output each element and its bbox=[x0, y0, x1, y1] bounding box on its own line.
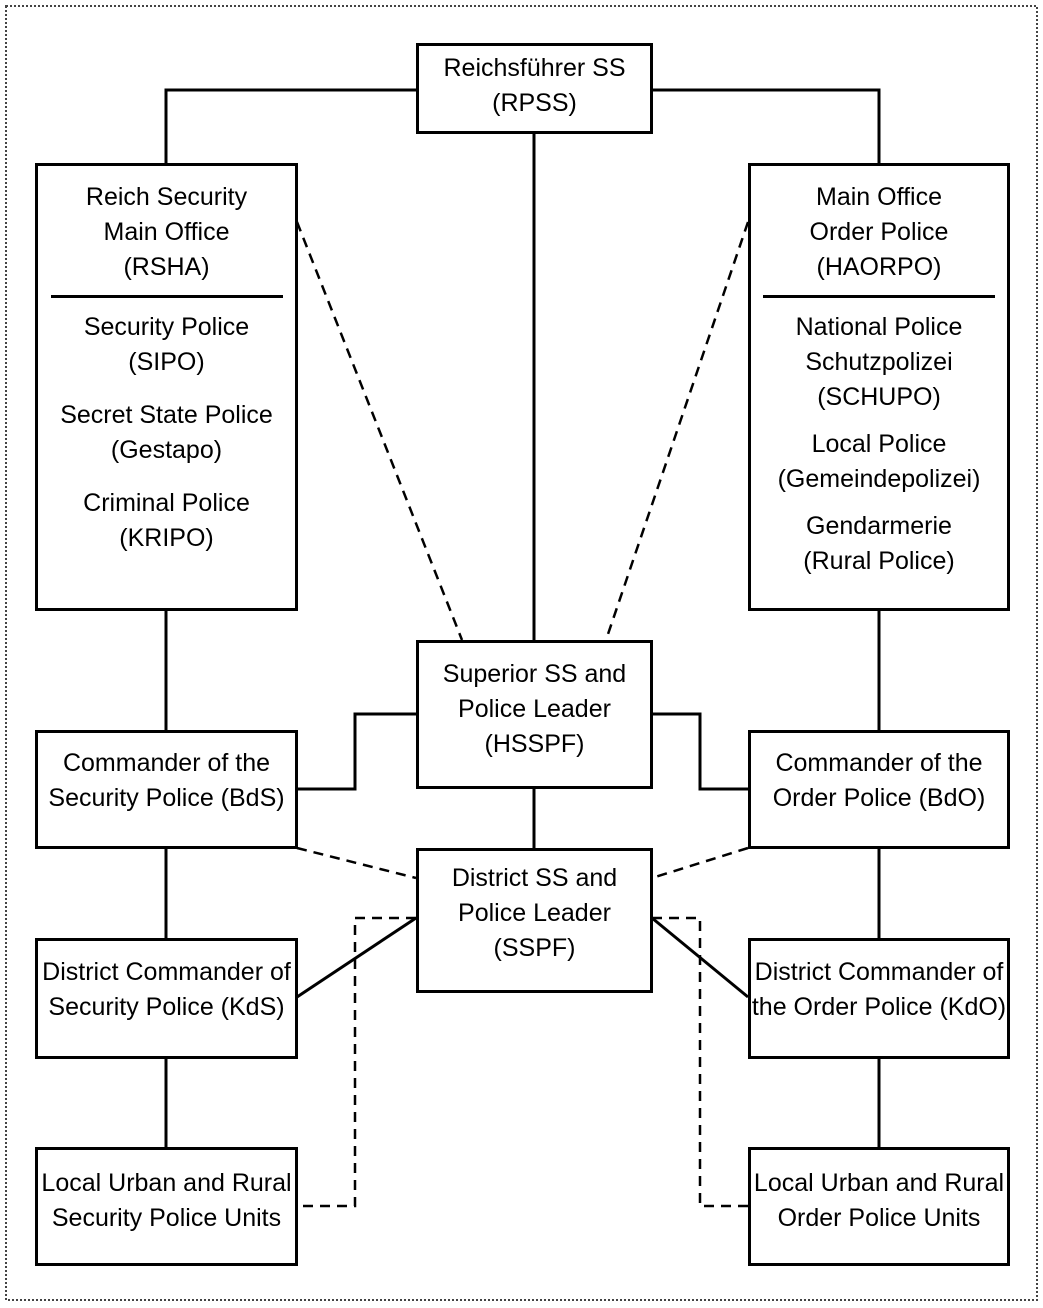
haorpo-gendarmerie-2: (Rural Police) bbox=[803, 547, 955, 575]
local-security-line-1: Local Urban and Rural bbox=[41, 1168, 292, 1197]
rsha-to-hsspf-dashed bbox=[295, 221, 464, 641]
kdo-box: District Commander of the Order Police (… bbox=[748, 938, 1010, 1059]
local-security-line-2: Security Police Units bbox=[51, 1203, 282, 1232]
kds-box: District Commander of Security Police (K… bbox=[35, 938, 298, 1059]
haorpo-header-3: (HAORPO) bbox=[816, 253, 942, 281]
haorpo-header-1: Main Office bbox=[816, 183, 942, 211]
rsha-sipo-1: Security Police bbox=[83, 313, 250, 341]
sspf-to-local-security-dashed bbox=[297, 916, 416, 1208]
kdo-line-2: the Order Police (KdO) bbox=[751, 992, 1007, 1021]
bds-box: Commander of the Security Police (BdS) bbox=[35, 730, 298, 849]
sspf-line-3: (SSPF) bbox=[493, 934, 576, 962]
rsha-sipo-2: (SIPO) bbox=[128, 348, 205, 376]
rpss-line-2: (RPSS) bbox=[492, 88, 577, 117]
bdo-line-2: Order Police (BdO) bbox=[772, 783, 986, 812]
sspf-to-local-order-dashed bbox=[652, 916, 748, 1208]
bdo-box: Commander of the Order Police (BdO) bbox=[748, 730, 1010, 849]
haorpo-gendarmerie-1: Gendarmerie bbox=[806, 512, 952, 540]
sspf-box: District SS and Police Leader (SSPF) bbox=[416, 848, 653, 993]
local-order-line-2: Order Police Units bbox=[777, 1203, 981, 1232]
bdo-to-sspf-dashed bbox=[651, 846, 749, 880]
sspf-line-1: District SS and bbox=[451, 864, 618, 892]
outer-border bbox=[5, 5, 1038, 1301]
rpss-box: Reichsführer SS (RPSS) bbox=[416, 43, 653, 134]
hsspf-to-bds bbox=[297, 712, 416, 791]
bds-line-2: Security Police (BdS) bbox=[48, 783, 285, 812]
local-order-box: Local Urban and Rural Order Police Units bbox=[748, 1147, 1010, 1266]
haorpo-box: Main Office Order Police (HAORPO) Nation… bbox=[748, 163, 1010, 611]
rsha-box: Reich Security Main Office (RSHA) Securi… bbox=[35, 163, 298, 611]
haorpo-local-1: Local Police bbox=[811, 430, 947, 458]
hsspf-box: Superior SS and Police Leader (HSSPF) bbox=[416, 640, 653, 789]
haorpo-schupo-3: (SCHUPO) bbox=[817, 383, 941, 411]
bdo-line-1: Commander of the bbox=[775, 748, 983, 777]
bds-line-1: Commander of the bbox=[62, 748, 271, 777]
sspf-line-2: Police Leader bbox=[458, 899, 611, 927]
rsha-header-2: Main Office bbox=[103, 218, 230, 246]
haorpo-header-2: Order Police bbox=[809, 218, 949, 246]
rsha-kripo-2: (KRIPO) bbox=[119, 524, 214, 552]
hsspf-line-1: Superior SS and bbox=[442, 660, 627, 688]
rpss-line-1: Reichsführer SS bbox=[443, 53, 626, 82]
local-order-line-1: Local Urban and Rural bbox=[753, 1168, 1005, 1197]
local-security-box: Local Urban and Rural Security Police Un… bbox=[35, 1147, 298, 1266]
hsspf-line-2: Police Leader bbox=[458, 695, 611, 723]
haorpo-group-gendarmerie: Gendarmerie (Rural Police) bbox=[803, 509, 954, 579]
haorpo-group-schupo: National Police Schutzpolizei (SCHUPO) bbox=[796, 310, 963, 415]
rsha-group-gestapo: Secret State Police (Gestapo) bbox=[60, 398, 273, 468]
sspf-to-kds bbox=[296, 916, 417, 999]
rsha-divider bbox=[50, 295, 283, 298]
rsha-group-sipo: Security Police (SIPO) bbox=[84, 310, 249, 380]
kds-line-1: District Commander of bbox=[42, 957, 291, 986]
haorpo-local-2: (Gemeindepolizei) bbox=[777, 465, 981, 493]
rpss-to-haorpo bbox=[652, 88, 881, 163]
rsha-gestapo-1: Secret State Police bbox=[60, 401, 273, 429]
hsspf-line-3: (HSSPF) bbox=[484, 730, 585, 758]
bds-to-sspf-dashed bbox=[296, 846, 417, 880]
rpss-to-rsha bbox=[164, 88, 416, 163]
rsha-header-3: (RSHA) bbox=[123, 253, 210, 281]
haorpo-schupo-1: National Police bbox=[795, 313, 963, 341]
kds-line-2: Security Police (KdS) bbox=[48, 992, 285, 1021]
kdo-line-1: District Commander of bbox=[754, 957, 1004, 986]
rsha-gestapo-2: (Gestapo) bbox=[110, 436, 223, 464]
hsspf-to-bdo bbox=[652, 712, 748, 791]
haorpo-group-local: Local Police (Gemeindepolizei) bbox=[778, 427, 981, 497]
rsha-group-kripo: Criminal Police (KRIPO) bbox=[83, 486, 250, 556]
haorpo-divider bbox=[763, 295, 995, 298]
haorpo-schupo-2: Schutzpolizei bbox=[805, 348, 953, 376]
rsha-header-1: Reich Security bbox=[85, 183, 248, 211]
haorpo-to-hsspf-dashed bbox=[604, 221, 750, 641]
rsha-kripo-1: Criminal Police bbox=[83, 489, 250, 517]
